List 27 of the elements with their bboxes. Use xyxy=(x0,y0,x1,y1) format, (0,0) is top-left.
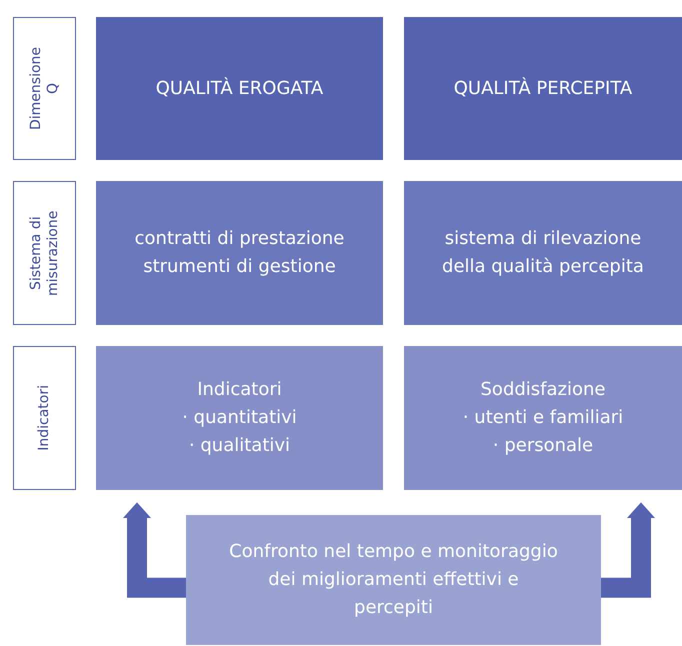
box-text: Soddisfazione xyxy=(480,378,606,402)
content-box xyxy=(96,181,383,325)
row-label-box xyxy=(13,346,76,490)
header-box xyxy=(404,17,682,160)
row-label: Dimensione Q xyxy=(28,46,62,132)
content-box xyxy=(404,181,682,325)
row-label: Indicatori xyxy=(36,385,53,451)
box-text: · personale xyxy=(492,434,594,458)
box-text: QUALITÀ PERCEPITA xyxy=(452,76,634,100)
box-text: Indicatori xyxy=(196,378,283,402)
bent-arrow xyxy=(123,502,186,598)
box-text: Confronto nel tempo e monitoraggio dei miglioramenti effettivi e percepiti xyxy=(228,540,559,620)
header-box xyxy=(96,17,383,160)
content-box xyxy=(96,346,383,490)
box-text: · quantitativi xyxy=(181,406,298,430)
box-text: · qualitativi xyxy=(188,434,292,458)
row-label-box xyxy=(13,17,76,160)
box-text: sistema di rilevazione della qualità percepita xyxy=(441,227,645,279)
box-text: contratti di prestazione xyxy=(134,227,346,251)
box-text: · utenti e familiari xyxy=(462,406,624,430)
row-label-box xyxy=(13,181,76,325)
bent-arrow xyxy=(601,502,655,598)
summary-box xyxy=(186,515,601,645)
box-text: QUALITÀ EROGATA xyxy=(154,76,324,100)
box-text: strumenti di gestione xyxy=(142,255,337,279)
row-label: Sistema di misurazione xyxy=(28,209,62,298)
content-box xyxy=(404,346,682,490)
